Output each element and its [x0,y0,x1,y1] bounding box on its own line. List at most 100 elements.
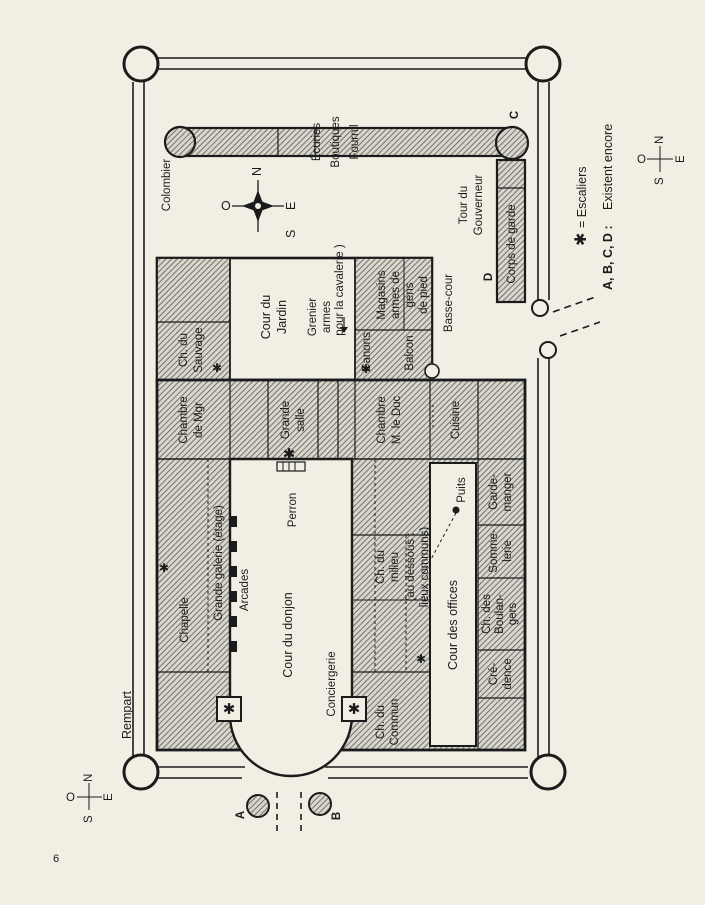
label-grande-galerie: Grande galerie (étage) [213,505,225,621]
label-rempart: Rempart [120,691,134,739]
small-compass-n: N [83,774,95,782]
label-ecuries: Écuries [310,123,323,162]
label-grenier: pour la cavalerie ) [334,244,346,336]
small-compass-o: O [637,154,646,166]
label-corps-de-garde: Corps de garde [506,204,518,283]
east-gate [531,295,601,359]
label-magasins: de pied [418,276,430,314]
small-compass-s: S [83,815,95,823]
tower-a-label: A [235,811,247,819]
compass-n: N [250,167,264,176]
label-boulangers: gers [507,603,519,626]
rampart-wall [132,57,550,779]
compass-small-right [647,146,673,172]
compass-small-left [77,783,102,810]
label-cour-offices: Cour des offices [446,580,460,670]
staircase-icon: ✱ [223,700,236,718]
guardhouse [495,158,527,304]
label-cour-jardin: Cour du [259,295,273,340]
label-ch-milieu: milieu [389,552,401,582]
label-au-dessous: lieux communs) [419,527,431,608]
small-compass-s: S [654,177,666,185]
label-arcades: Arcades [239,569,251,611]
tower-letters: A B C D [235,111,521,820]
main-building [155,378,527,778]
label-garde-manger: manger [502,472,514,511]
label-cour-jardin: Jardin [275,300,289,334]
stables-wing [163,125,530,161]
plan-labels: Rempart Colombier Écuries Boutiques Four… [120,116,519,745]
compass-s: S [284,230,298,238]
label-grenier: Grenier [307,298,319,337]
tower-c-label: C [509,111,521,119]
label-chapelle: Chapelle [179,597,191,642]
tower-b-label: B [331,812,343,820]
label-boulangers: Ch. des [481,594,493,634]
compass-rose: O E N S [221,167,298,238]
label-colombier: Colombier [161,159,173,212]
entrance-towers [246,792,332,836]
small-compass-n: N [654,136,666,144]
well [422,506,460,575]
label-ch-commun: Ch. du [375,705,387,739]
label-basse-cour: Basse-cour [443,274,455,332]
label-chambre-duc: Chambre [376,396,388,443]
label-ch-commun: Commun [389,699,401,746]
label-ch-sauvage: Ch. du [178,333,190,367]
tower-d-label: D [483,273,495,281]
label-magasins: gens [404,282,416,307]
page-number: 6 [53,853,59,865]
legend-existent: Existent encore [601,124,615,210]
legend: ✱ = Escaliers A, B, C, D : Existent enco… [571,124,615,290]
small-compass-e: E [675,155,687,163]
label-chambre-duc: M. le Duc [391,395,403,444]
small-compass-e: E [103,793,115,801]
label-magasins: armes de [390,271,402,319]
label-garde-manger: Garde- [488,474,500,510]
stair-boxes [216,696,367,722]
label-tour-gouverneur: Tour du [458,186,470,224]
label-credence: dence [502,658,514,689]
label-au-dessous: (au dessous : [405,532,417,601]
staircase-stars: ✱ ✱ ✱ ✱ ✱ ✱ ✱ [159,361,426,718]
label-sommellerie: lerie [502,540,514,562]
garden-block [155,256,440,382]
label-cuisine: Cuisine [450,401,462,439]
label-grenier: armes [321,301,333,333]
label-balcon: Balcon [404,335,416,370]
staircase-icon: ✱ [212,361,222,375]
label-tour-gouverneur: Gouverneur [473,174,485,235]
staircase-icon: ✱ [348,700,361,718]
legend-star-icon: ✱ [571,233,590,246]
label-chambre-mgr: de Mgr [193,402,205,438]
staircase-icon: ✱ [416,652,426,666]
label-chambre-mgr: Chambre [178,396,190,443]
label-cour-donjon: Cour du donjon [281,592,295,678]
label-perron: Perron [287,493,299,528]
compass-o: O [221,199,231,213]
label-grande-salle: Grande [280,401,292,439]
arcades-pillars [231,516,237,652]
label-ch-milieu: Ch. du [375,550,387,584]
staircase-icon: ✱ [283,445,296,463]
label-boulangers: Boulan- [494,594,506,634]
label-fournil: Fournil [349,124,361,159]
label-canons: Canons [361,332,373,372]
label-ch-sauvage: Sauvage [193,327,205,372]
label-sommellerie: Somme- [488,529,500,573]
label-credence: Cré- [488,663,500,686]
legend-escaliers: = Escaliers [575,167,589,228]
corner-towers [122,45,567,791]
compass-e: E [284,202,298,210]
staircase-icon: ✱ [361,362,371,376]
staircase-icon: ✱ [159,561,169,575]
label-grande-salle: salle [295,408,307,432]
label-conciergerie: Conciergerie [326,651,338,716]
small-compass-o: O [66,792,75,804]
perron-steps [276,461,306,472]
label-boutiques: Boutiques [330,116,342,167]
label-puits: Puits [456,477,468,503]
grenier-arrow [340,317,348,333]
label-magasins: Magasins [376,270,388,319]
